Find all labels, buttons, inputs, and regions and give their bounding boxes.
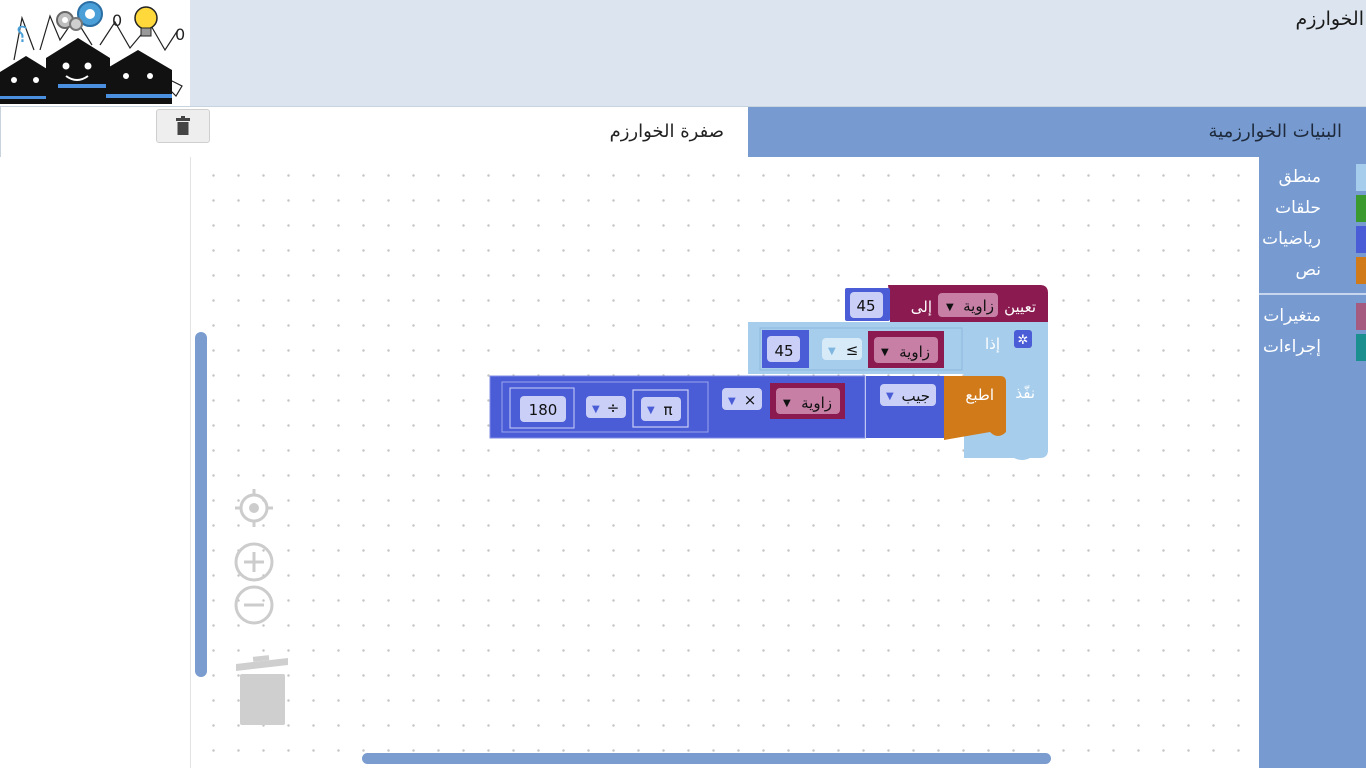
toolbox-separator bbox=[1259, 293, 1366, 295]
gear-icon[interactable] bbox=[1014, 330, 1032, 348]
category-label: حلقات bbox=[1275, 198, 1321, 218]
category-color-swatch bbox=[1356, 257, 1366, 284]
category-label: متغيرات bbox=[1263, 306, 1321, 326]
compare-variable-name: زاوية bbox=[899, 343, 930, 361]
category-color-swatch bbox=[1356, 195, 1366, 222]
category-label: رياضيات bbox=[1262, 229, 1321, 249]
zoom-in-icon bbox=[234, 542, 274, 582]
svg-text:0: 0 bbox=[175, 25, 185, 44]
pi-dropdown[interactable] bbox=[641, 397, 681, 421]
chevron-down-icon: ▼ bbox=[828, 346, 836, 357]
gear-glyph: ✲ bbox=[1018, 333, 1029, 348]
chevron-down-icon: ▼ bbox=[592, 404, 600, 415]
header-bar: الخوارزم bbox=[0, 0, 1366, 106]
operator-text: ≤ bbox=[846, 341, 859, 359]
category-color-swatch bbox=[1356, 226, 1366, 253]
chevron-down-icon: ▼ bbox=[946, 302, 954, 313]
delete-button[interactable] bbox=[156, 109, 210, 143]
chevron-down-icon: ▼ bbox=[881, 347, 889, 358]
trash-area bbox=[0, 107, 216, 158]
category-label: نص bbox=[1295, 260, 1321, 280]
set-variable-dropdown[interactable] bbox=[938, 293, 998, 317]
multiply-operator-text: × bbox=[744, 391, 757, 409]
function-name: جيب bbox=[901, 387, 930, 405]
divide-operator-text: ÷ bbox=[607, 399, 620, 417]
chevron-down-icon: ▼ bbox=[728, 396, 736, 407]
chevron-down-icon: ▼ bbox=[886, 391, 894, 402]
compare-variable-dropdown[interactable] bbox=[874, 337, 938, 363]
pi-text: π bbox=[663, 401, 672, 419]
do-label: نفّذ bbox=[1015, 384, 1035, 402]
set-to-label: إلى bbox=[911, 298, 932, 316]
toolbox-category-procedures[interactable]: إجراءات bbox=[1259, 334, 1366, 361]
toolbox-category-text[interactable]: نص bbox=[1259, 257, 1366, 284]
if-label: إذا bbox=[985, 335, 1000, 353]
toolbox-category-variables[interactable]: متغيرات bbox=[1259, 303, 1366, 330]
zoom-out-icon bbox=[234, 585, 274, 625]
tab-workspace-label: صفرة الخوارزم bbox=[609, 121, 724, 142]
chevron-down-icon: ▼ bbox=[647, 405, 655, 416]
category-color-swatch bbox=[1356, 334, 1366, 361]
workspace-trash[interactable] bbox=[233, 654, 291, 732]
divisor-value-text: 180 bbox=[529, 401, 558, 419]
app-title: الخوارزم bbox=[1295, 8, 1364, 30]
recenter-button[interactable] bbox=[235, 489, 273, 531]
category-label: منطق bbox=[1278, 167, 1321, 187]
set-variable-block[interactable]: 45 تعيين زاوية ▼ إلى bbox=[845, 285, 1048, 322]
category-color-swatch bbox=[1356, 164, 1366, 191]
svg-text:؟: ؟ bbox=[16, 23, 28, 48]
trash-icon bbox=[176, 116, 190, 135]
divisor-value-field[interactable] bbox=[520, 396, 566, 422]
zoom-in-button[interactable] bbox=[233, 541, 275, 587]
vertical-scrollbar[interactable] bbox=[195, 332, 207, 677]
toolbox: منطق حلقات رياضيات نص متغيرات إجراءات bbox=[1259, 157, 1366, 768]
operator-dropdown[interactable] bbox=[822, 338, 862, 360]
category-label: إجراءات bbox=[1262, 337, 1321, 357]
multiply-operator-dropdown[interactable] bbox=[722, 388, 762, 410]
set-block-label: تعيين bbox=[1004, 298, 1036, 316]
app-logo: ؟ 0 0 bbox=[0, 0, 190, 106]
print-block[interactable]: اطبع جيب ▼ زاوية ▼ ▼ × ▼ π ▼ ÷ bbox=[489, 375, 1006, 440]
blockly-workspace[interactable]: 45 تعيين زاوية ▼ إلى ✲ إذا نفّذ 45 ▼ ≤ ز… bbox=[191, 157, 1259, 768]
trash-can-icon bbox=[236, 655, 288, 725]
compare-value-text: 45 bbox=[774, 342, 793, 360]
chevron-down-icon: ▼ bbox=[783, 398, 791, 409]
tab-structures-label: البنيات الخوارزمية bbox=[1208, 121, 1342, 142]
crosshair-icon bbox=[235, 489, 273, 527]
compare-value-field[interactable] bbox=[767, 336, 800, 362]
toolbox-category-logic[interactable]: منطق bbox=[1259, 164, 1366, 191]
horizontal-scrollbar[interactable] bbox=[362, 753, 1051, 764]
category-color-swatch bbox=[1356, 303, 1366, 330]
svg-text:0: 0 bbox=[112, 11, 122, 30]
zoom-out-button[interactable] bbox=[233, 584, 275, 630]
multiply-variable-name: زاوية bbox=[801, 394, 832, 412]
tabs-row: صفرة الخوارزم البنيات الخوارزمية bbox=[0, 106, 1366, 159]
tab-structures[interactable]: البنيات الخوارزمية bbox=[748, 107, 1366, 158]
tab-workspace[interactable]: صفرة الخوارزم bbox=[215, 107, 748, 159]
set-value-text: 45 bbox=[856, 297, 875, 315]
multiply-variable-dropdown[interactable] bbox=[776, 388, 840, 414]
toolbox-category-math[interactable]: رياضيات bbox=[1259, 226, 1366, 253]
left-panel bbox=[0, 157, 191, 768]
toolbox-category-loops[interactable]: حلقات bbox=[1259, 195, 1366, 222]
print-label: اطبع bbox=[965, 386, 994, 404]
divide-operator-dropdown[interactable] bbox=[586, 396, 626, 418]
function-dropdown[interactable] bbox=[880, 384, 936, 406]
set-variable-name: زاوية bbox=[963, 297, 994, 315]
set-value-field[interactable] bbox=[850, 292, 883, 318]
